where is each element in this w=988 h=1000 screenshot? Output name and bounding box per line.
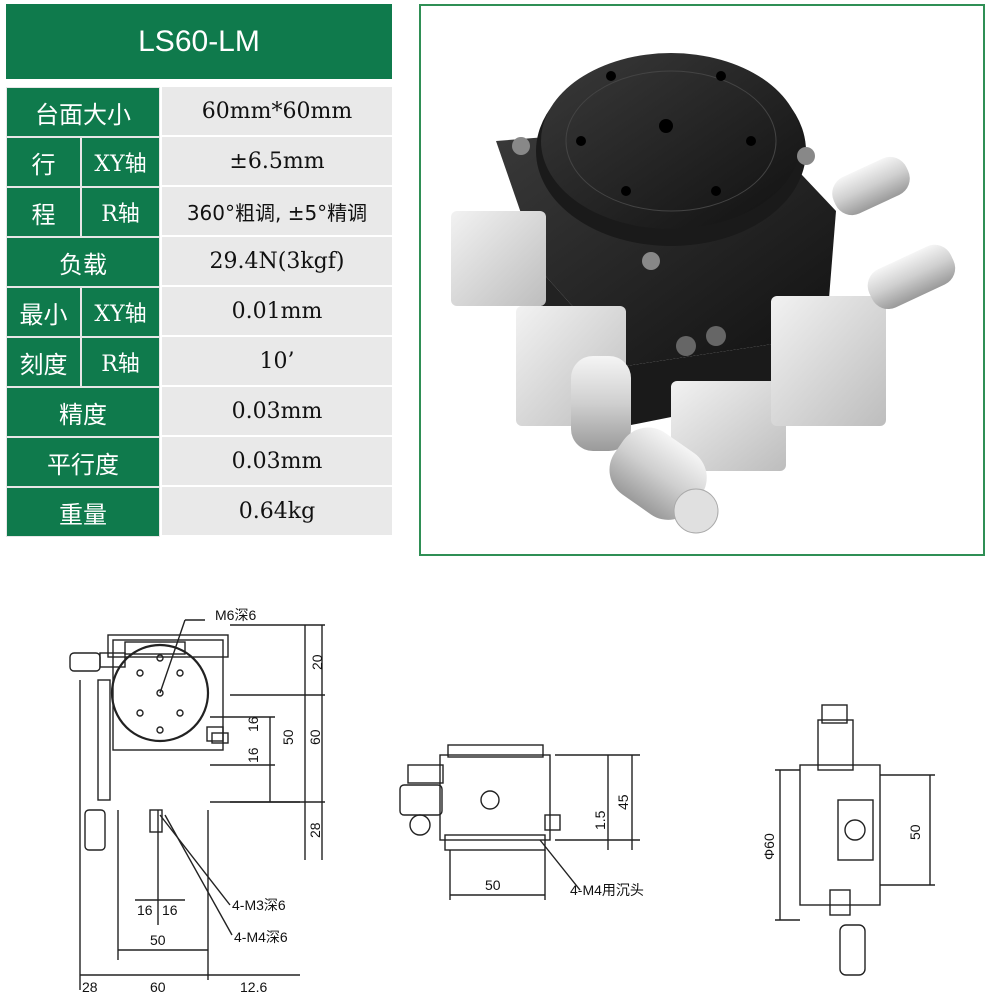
dim-12-6: 12.6 [240,979,267,995]
dim-50-side: 50 [485,877,501,893]
dim-16-b: 16 [245,747,261,763]
travel-r-value: 360°粗调, ±5°精调 [162,187,392,237]
weight-value: 0.64kg [162,487,392,537]
load-value: 29.4N(3kgf) [162,237,392,287]
dim-60-vertical: 60 [307,729,323,745]
dim-16-h2: 16 [162,902,178,918]
travel-xy-value: ±6.5mm [162,137,392,187]
accuracy-label: 精度 [6,387,160,437]
travel-label-2: 程 [6,187,81,237]
dim-16-h1: 16 [137,902,153,918]
travel-r-label: R轴 [81,187,160,237]
table-size-label: 台面大小 [6,87,160,137]
dim-50-right: 50 [907,824,923,840]
front-view-body [439,754,551,841]
label-m4-counterbore: 4-M4用沉头 [570,882,644,898]
technical-drawings: M6深6 4-M3深6 4-M4深6 4-M4用沉头 20 60 50 16 1… [69,607,935,995]
label-m3-depth: 4-M3深6 [232,897,286,913]
accuracy-value: 0.03mm [162,387,392,437]
dim-20: 20 [309,654,325,670]
min-scale-label-1: 最小 [6,287,81,337]
min-scale-r-label: R轴 [81,337,160,387]
dim-50-vertical: 50 [280,729,296,745]
dim-phi60: Φ60 [761,833,777,860]
dim-16-a: 16 [245,716,261,732]
parallelism-label: 平行度 [6,437,160,487]
product-photo-frame [419,4,985,556]
dim-60-horizontal: 60 [150,979,166,995]
min-scale-xy-label: XY轴 [81,287,160,337]
dim-28-vertical: 28 [307,822,323,838]
parallelism-value: 0.03mm [162,437,392,487]
travel-label-1: 行 [6,137,81,187]
load-label: 负载 [6,237,160,287]
dim-45: 45 [615,794,631,810]
min-scale-r-value: 10’ [162,337,392,387]
dim-50-horizontal: 50 [150,932,166,948]
model-title: LS60-LM [6,4,392,79]
min-scale-xy-value: 0.01mm [162,287,392,337]
min-scale-label-2: 刻度 [6,337,81,387]
dim-1-5: 1.5 [592,810,608,830]
weight-label: 重量 [6,487,160,537]
label-m4-depth: 4-M4深6 [234,929,288,945]
label-m6-depth: M6深6 [215,607,256,623]
stage-illustration [451,53,956,534]
table-size-value: 60mm*60mm [162,87,392,137]
dim-28-horizontal: 28 [82,979,98,995]
travel-xy-label: XY轴 [81,137,160,187]
side-view-body [799,764,881,906]
